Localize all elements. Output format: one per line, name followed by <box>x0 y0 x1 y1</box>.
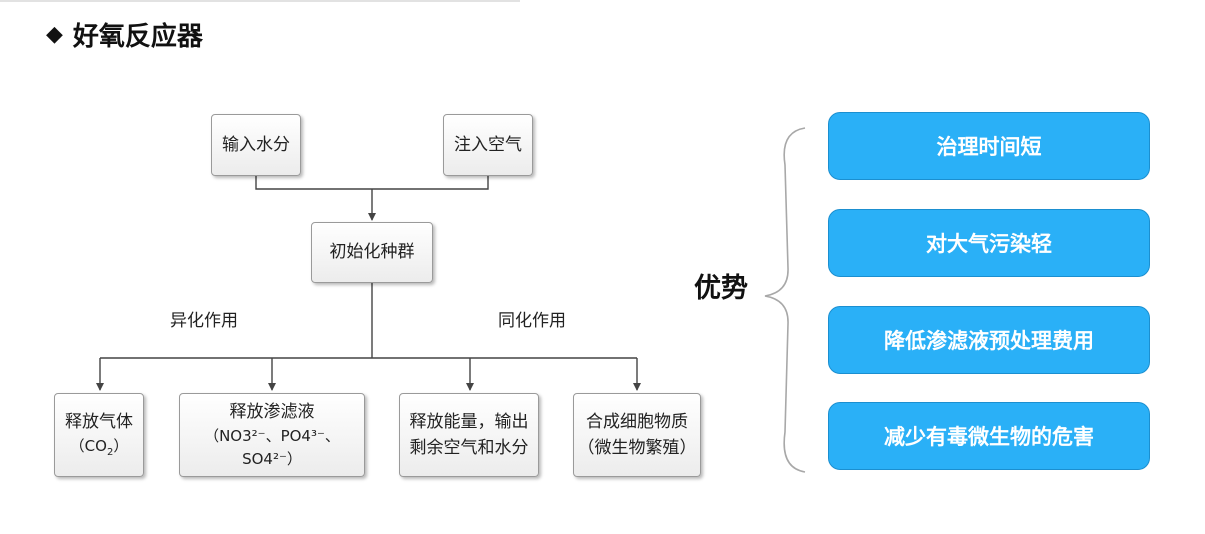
output-cell-line1: 合成细胞物质 <box>586 411 688 432</box>
diamond-bullet-icon: ◆ <box>46 21 63 47</box>
inject-air-label: 注入空气 <box>454 134 522 155</box>
input-water-label: 输入水分 <box>222 134 290 155</box>
advantage-item: 降低渗滤液预处理费用 <box>828 306 1150 374</box>
advantages-title: 优势 <box>694 273 748 304</box>
output-leachate-line1: 释放渗滤液 <box>229 401 315 422</box>
page-title-text: 好氧反应器 <box>72 21 203 52</box>
init-population-box: 初始化种群 <box>311 222 433 283</box>
advantages-brace <box>764 127 806 473</box>
dissimilation-label: 异化作用 <box>170 311 238 331</box>
output-energy-box: 释放能量，输出 剩余空气和水分 <box>399 393 539 477</box>
output-energy-line1: 释放能量，输出 <box>409 411 529 432</box>
output-leachate-line2: （NO3²⁻、PO4³⁻、SO4²⁻） <box>204 426 340 469</box>
advantage-item: 减少有毒微生物的危害 <box>828 402 1150 470</box>
assimilation-label: 同化作用 <box>498 311 566 331</box>
output-cell-line2: （微生物繁殖） <box>577 438 697 458</box>
page-title: ◆ 好氧反应器 <box>46 14 203 54</box>
inject-air-box: 注入空气 <box>443 114 533 176</box>
advantage-item: 对大气污染轻 <box>828 209 1150 277</box>
output-gas-line2: （CO2） <box>69 437 129 459</box>
output-cell-box: 合成细胞物质 （微生物繁殖） <box>573 393 701 477</box>
advantage-item: 治理时间短 <box>828 112 1150 180</box>
input-water-box: 输入水分 <box>211 114 301 176</box>
output-gas-box: 释放气体 （CO2） <box>54 393 144 477</box>
output-energy-line2: 剩余空气和水分 <box>409 438 529 458</box>
output-leachate-box: 释放渗滤液 （NO3²⁻、PO4³⁻、SO4²⁻） <box>179 393 365 477</box>
init-population-label: 初始化种群 <box>329 242 415 263</box>
output-gas-line1: 释放气体 <box>65 412 133 433</box>
top-divider <box>0 0 520 2</box>
